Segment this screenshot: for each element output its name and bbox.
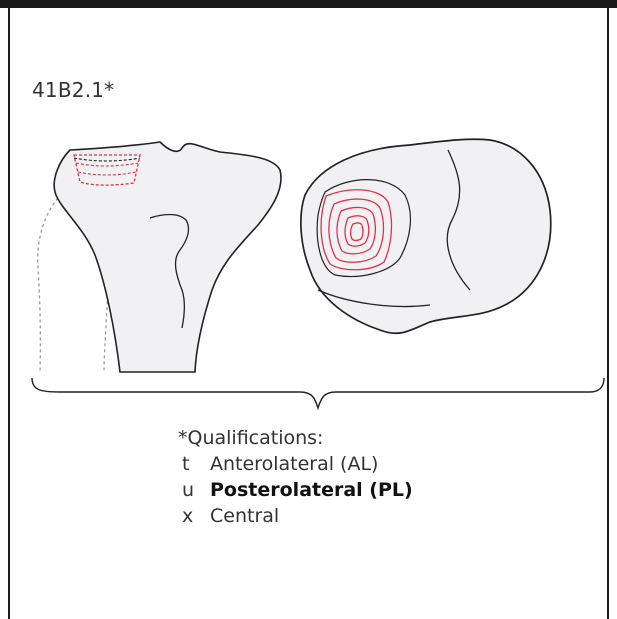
qualification-item: t Anterolateral (AL): [178, 451, 413, 477]
qualifications-list: *Qualifications: t Anterolateral (AL) u …: [178, 425, 413, 529]
tibia-lateral-view: [54, 142, 281, 372]
qualification-letter: x: [178, 503, 210, 529]
qualification-letter: u: [178, 477, 210, 503]
grouping-bracket: [32, 378, 604, 408]
qualification-label: Central: [210, 503, 279, 529]
qualifications-title: *Qualifications:: [178, 425, 413, 451]
qualification-label: Anterolateral (AL): [210, 451, 378, 477]
qualification-item: x Central: [178, 503, 413, 529]
qualification-letter: t: [178, 451, 210, 477]
qualification-item: u Posterolateral (PL): [178, 477, 413, 503]
qualification-label-selected: Posterolateral (PL): [210, 477, 413, 503]
tibial-plateau-axial-view: [301, 139, 551, 333]
